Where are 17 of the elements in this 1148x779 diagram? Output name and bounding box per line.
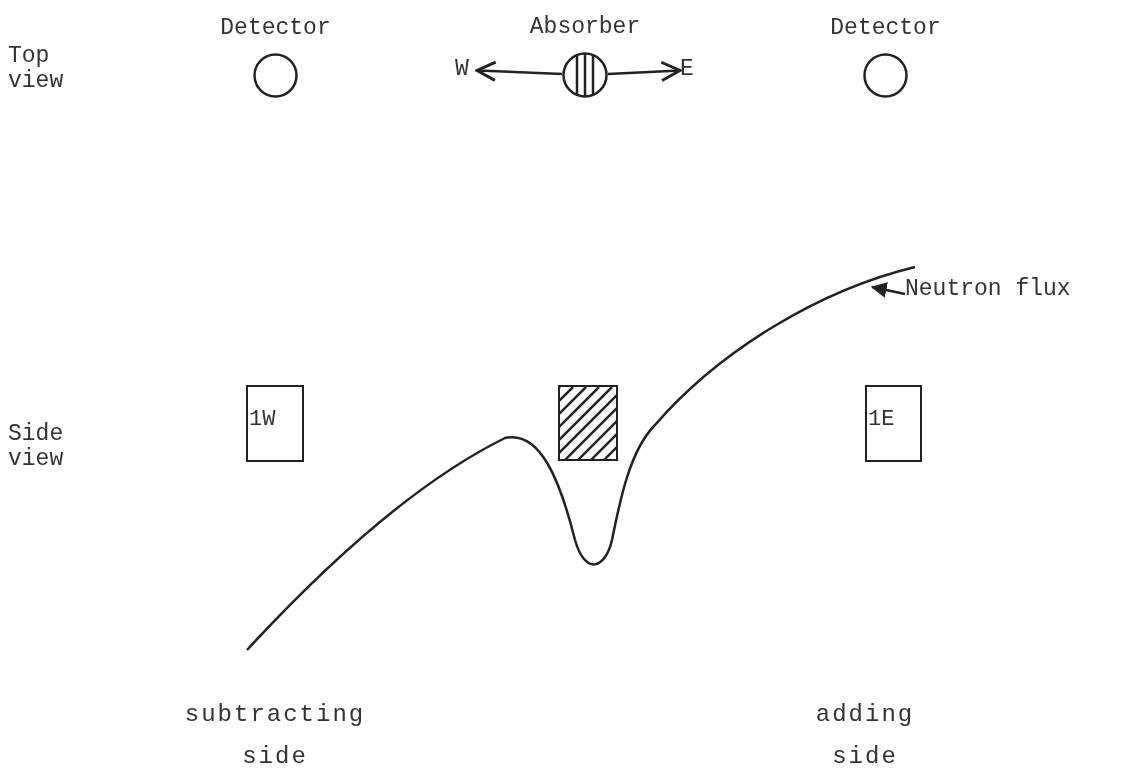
view-label: Side view (8, 422, 65, 473)
detector-label: 1W (249, 407, 276, 434)
node-heading: Detector (830, 15, 941, 43)
curve-label: Neutron flux (905, 276, 1135, 304)
detector-box (865, 385, 922, 462)
side-label: adding side (814, 700, 916, 772)
detector-label: 1E (868, 407, 895, 434)
view-label: Top view (8, 44, 65, 95)
node-heading: Detector (220, 15, 331, 43)
arrow (475, 60, 563, 82)
absorber-block (558, 385, 618, 461)
leader-line (870, 282, 906, 298)
direction-label: E (680, 56, 702, 84)
arrow (607, 60, 682, 82)
direction-label: W (455, 56, 477, 84)
side-label: subtracting side (183, 700, 367, 772)
node-heading: Absorber (529, 14, 641, 42)
